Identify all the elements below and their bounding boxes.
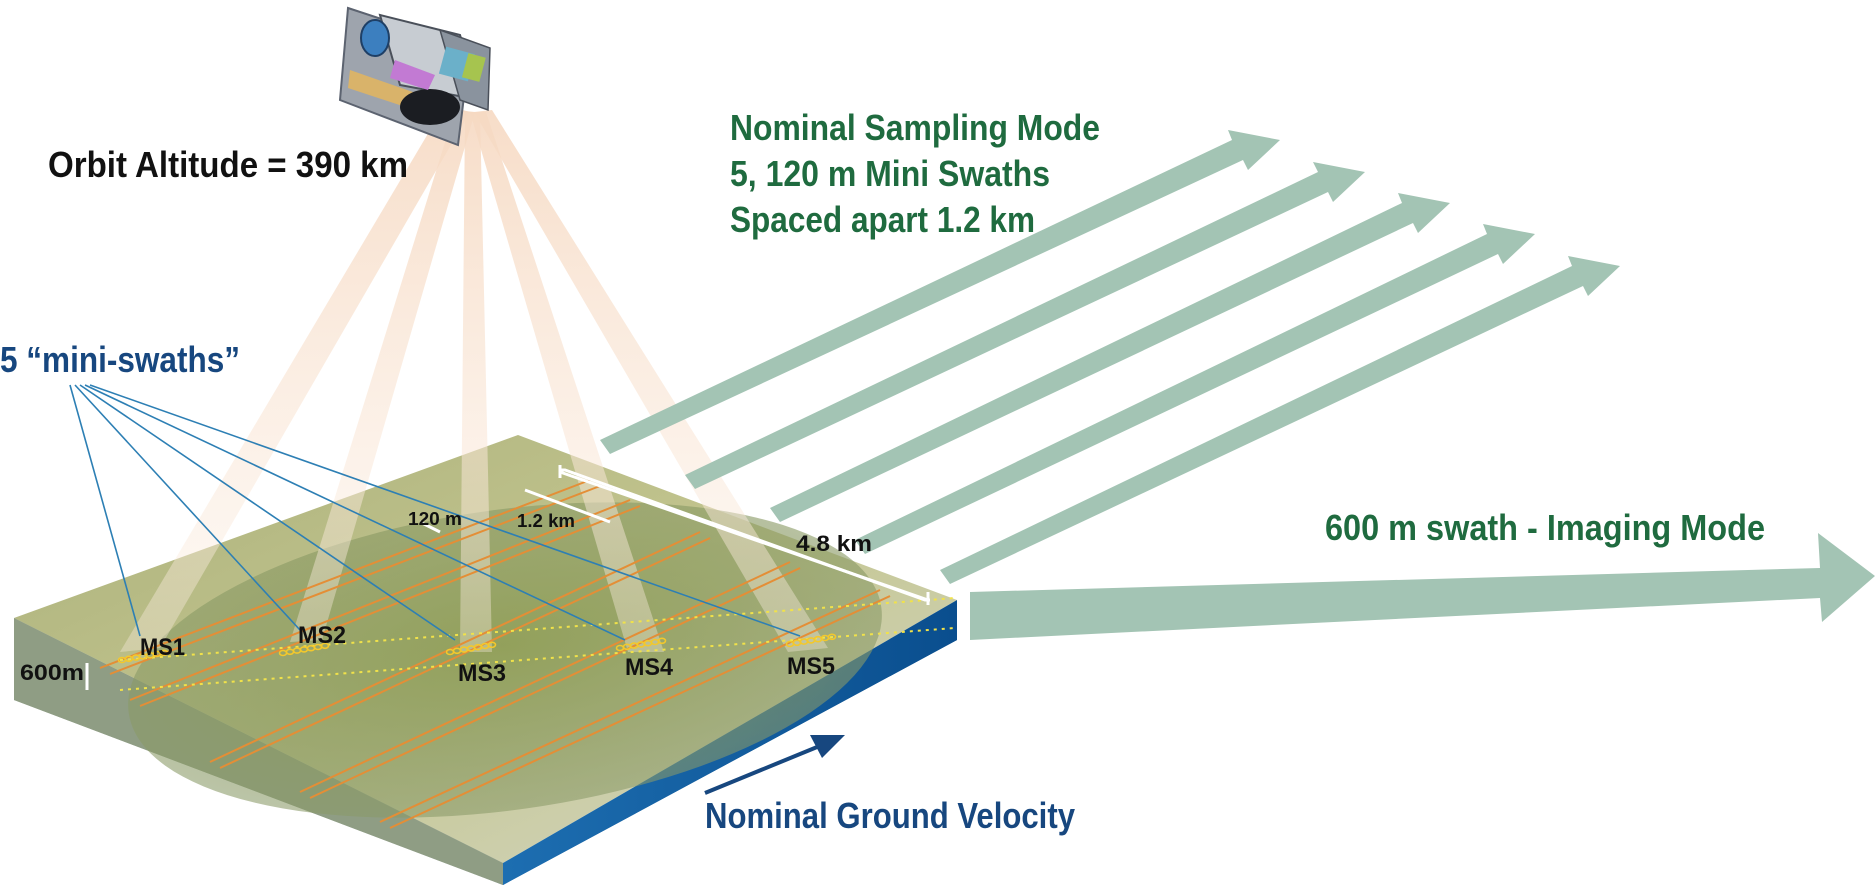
velocity-arrow [704, 735, 845, 795]
swath-label-ms1: MS1 [140, 634, 185, 661]
satellite-icon [338, 6, 491, 147]
mode-title-line3: Spaced apart 1.2 km [730, 199, 1035, 240]
track-line [139, 505, 641, 707]
dim-1-2km-label: 1.2 km [517, 511, 575, 531]
track-line [209, 531, 701, 763]
beam-ms5 [474, 110, 828, 652]
flight-arrow-1 [600, 130, 1280, 454]
footprints [117, 633, 837, 664]
mode-title-line1: Nominal Sampling Mode [730, 107, 1100, 148]
mini-swaths-label: 5 “mini-swaths” [0, 339, 240, 380]
mode-title-line2: 5, 120 m Mini Swaths [730, 153, 1050, 194]
track-line [109, 485, 601, 675]
swath-boundaries [119, 597, 956, 691]
dim-4-8km-label: 4.8 km [796, 531, 872, 556]
swath-label-ms5: MS5 [787, 653, 835, 680]
satellite-lens [360, 19, 390, 57]
swath-label-ms3: MS3 [458, 660, 506, 687]
dim-1-2km-line [524, 488, 611, 524]
track-line [99, 479, 591, 669]
leader-ms5 [89, 384, 801, 637]
leader-ms4 [84, 384, 626, 641]
swath-top-boundary [119, 597, 956, 661]
beam-ms1 [120, 105, 470, 652]
satellite-module-2 [461, 53, 486, 82]
track-line [389, 595, 891, 829]
swath-bottom-boundary [119, 627, 956, 691]
sensor-beams [120, 105, 828, 652]
footprint-ms4 [657, 637, 667, 645]
leader-ms3 [79, 384, 456, 641]
flight-arrow-5 [940, 256, 1620, 584]
track-line [129, 499, 631, 701]
ground-tracks [99, 479, 891, 829]
track-line [219, 537, 711, 769]
dimension-markers [85, 465, 930, 690]
dim-600m-label: 600m [20, 660, 84, 685]
ground-velocity-label: Nominal Ground Velocity [705, 795, 1075, 836]
flight-arrows [600, 130, 1875, 640]
satellite-dish [400, 89, 460, 125]
imaging-arrow [970, 533, 1875, 640]
flight-arrow-2 [685, 162, 1365, 489]
velocity-arrow-shaft [704, 743, 823, 795]
dim-120m-label: 120 m [408, 509, 462, 529]
beam-ms4 [470, 112, 664, 652]
satellite-strut [390, 60, 435, 90]
footprint-ms3 [487, 641, 497, 649]
dim-4-8km-line [559, 470, 929, 602]
track-line [379, 589, 881, 823]
leader-ms1 [69, 384, 141, 637]
ground-block [14, 435, 957, 885]
leader-ms2 [74, 384, 301, 631]
leader-lines [69, 384, 801, 641]
track-line [299, 561, 791, 793]
imaging-mode-label: 600 m swath - Imaging Mode [1325, 507, 1765, 548]
swath-label-ms4: MS4 [625, 654, 674, 681]
flight-arrow-4 [855, 224, 1535, 554]
footprint-ms1 [159, 649, 169, 657]
flight-arrow-3 [770, 193, 1450, 522]
footprint-ms2 [320, 642, 330, 650]
orbit-altitude-label: Orbit Altitude = 390 km [48, 144, 408, 185]
swath-label-ms2: MS2 [298, 622, 346, 649]
dim-120m-line [419, 520, 441, 534]
footprint-ms5 [827, 633, 837, 641]
velocity-arrow-head [810, 735, 845, 758]
beam-ms3 [460, 112, 492, 652]
beam-ms2 [290, 110, 475, 642]
